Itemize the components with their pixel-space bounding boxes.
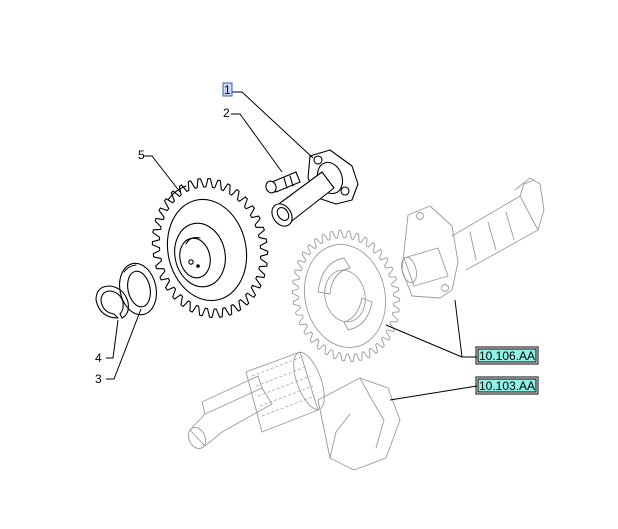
callout-1[interactable]: 1: [224, 83, 231, 97]
reference-lower-label[interactable]: 10.103.AA: [479, 379, 535, 393]
snap-ring: [95, 285, 129, 319]
reference-box-lower[interactable]: 10.103.AA: [475, 376, 539, 395]
idler-shaft: [271, 149, 359, 227]
callout-3[interactable]: 3: [95, 372, 102, 386]
leader-lines: [106, 91, 478, 401]
camshaft-reference-drawing: [400, 177, 545, 299]
callout-2[interactable]: 2: [223, 106, 230, 120]
leader-ref-lower: [389, 385, 478, 401]
camshaft-gear-reference-drawing: [291, 230, 401, 362]
callout-numbers: 1 2 5 4 3: [95, 82, 233, 386]
leader-3: [106, 308, 142, 380]
leader-5: [143, 155, 181, 193]
leader-4: [106, 319, 119, 359]
crankshaft-reference-drawing: [187, 351, 401, 471]
reference-box-upper[interactable]: 10.106.AA: [475, 346, 539, 365]
bolt: [265, 171, 301, 194]
callout-1-highlight: [222, 82, 233, 97]
callout-4[interactable]: 4: [95, 351, 102, 365]
leader-1: [231, 91, 314, 159]
thrust-washer: [119, 262, 157, 316]
leader-2: [231, 113, 283, 173]
leader-ref-upper: [385, 299, 477, 358]
idler-gear: [151, 178, 269, 318]
callout-5[interactable]: 5: [138, 148, 145, 162]
reference-upper-label[interactable]: 10.106.AA: [479, 349, 535, 363]
